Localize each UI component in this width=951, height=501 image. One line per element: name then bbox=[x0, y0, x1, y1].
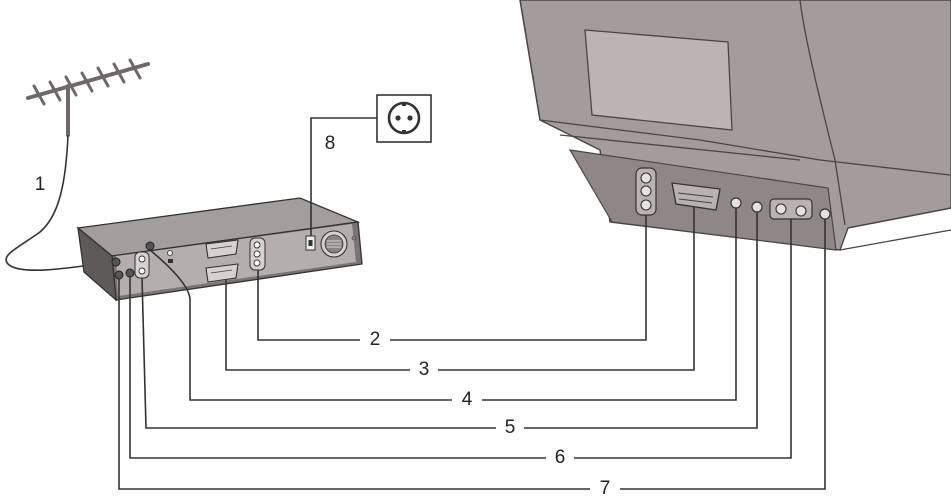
wall-outlet bbox=[376, 94, 432, 143]
tv-jack-4 bbox=[730, 197, 742, 209]
tv-jack-5 bbox=[751, 201, 763, 213]
receiver-rf-jack bbox=[145, 241, 155, 251]
antenna-cable bbox=[5, 134, 113, 272]
label-cable-6: 6 bbox=[555, 447, 566, 468]
label-cable-2: 2 bbox=[370, 329, 381, 350]
tv-stereo-jack-left bbox=[775, 203, 787, 215]
antenna bbox=[26, 58, 150, 137]
tv-scart-connector bbox=[671, 182, 721, 211]
receiver-loop-out-1 bbox=[114, 270, 124, 280]
cable-4 bbox=[149, 208, 737, 401]
label-cable-4: 4 bbox=[462, 389, 473, 410]
receiver-loop-out-2 bbox=[125, 268, 135, 278]
receiver-scart-1 bbox=[205, 239, 239, 259]
receiver-ant-in bbox=[111, 257, 121, 267]
receiver-scart-2 bbox=[205, 263, 239, 283]
power-cable bbox=[310, 117, 377, 236]
tv-composite-jack-3 bbox=[640, 199, 652, 211]
cable-5 bbox=[141, 212, 758, 429]
label-cable-7: 7 bbox=[600, 478, 611, 499]
cable-3 bbox=[225, 207, 695, 371]
receiver bbox=[76, 197, 363, 302]
cable-2 bbox=[257, 215, 647, 341]
cable-6 bbox=[129, 219, 792, 459]
label-power-cable: 8 bbox=[325, 133, 336, 154]
tv-composite-jack-1 bbox=[640, 172, 652, 184]
tv-stereo-jack-right bbox=[795, 205, 807, 217]
tv-connectors bbox=[635, 167, 831, 220]
label-cable-3: 3 bbox=[419, 359, 430, 380]
label-antenna-cable: 1 bbox=[35, 174, 46, 195]
tv-composite-jack-2 bbox=[640, 185, 652, 197]
label-cable-5: 5 bbox=[505, 417, 516, 438]
tv-jack-7 bbox=[819, 208, 831, 220]
cable-7 bbox=[118, 219, 826, 490]
